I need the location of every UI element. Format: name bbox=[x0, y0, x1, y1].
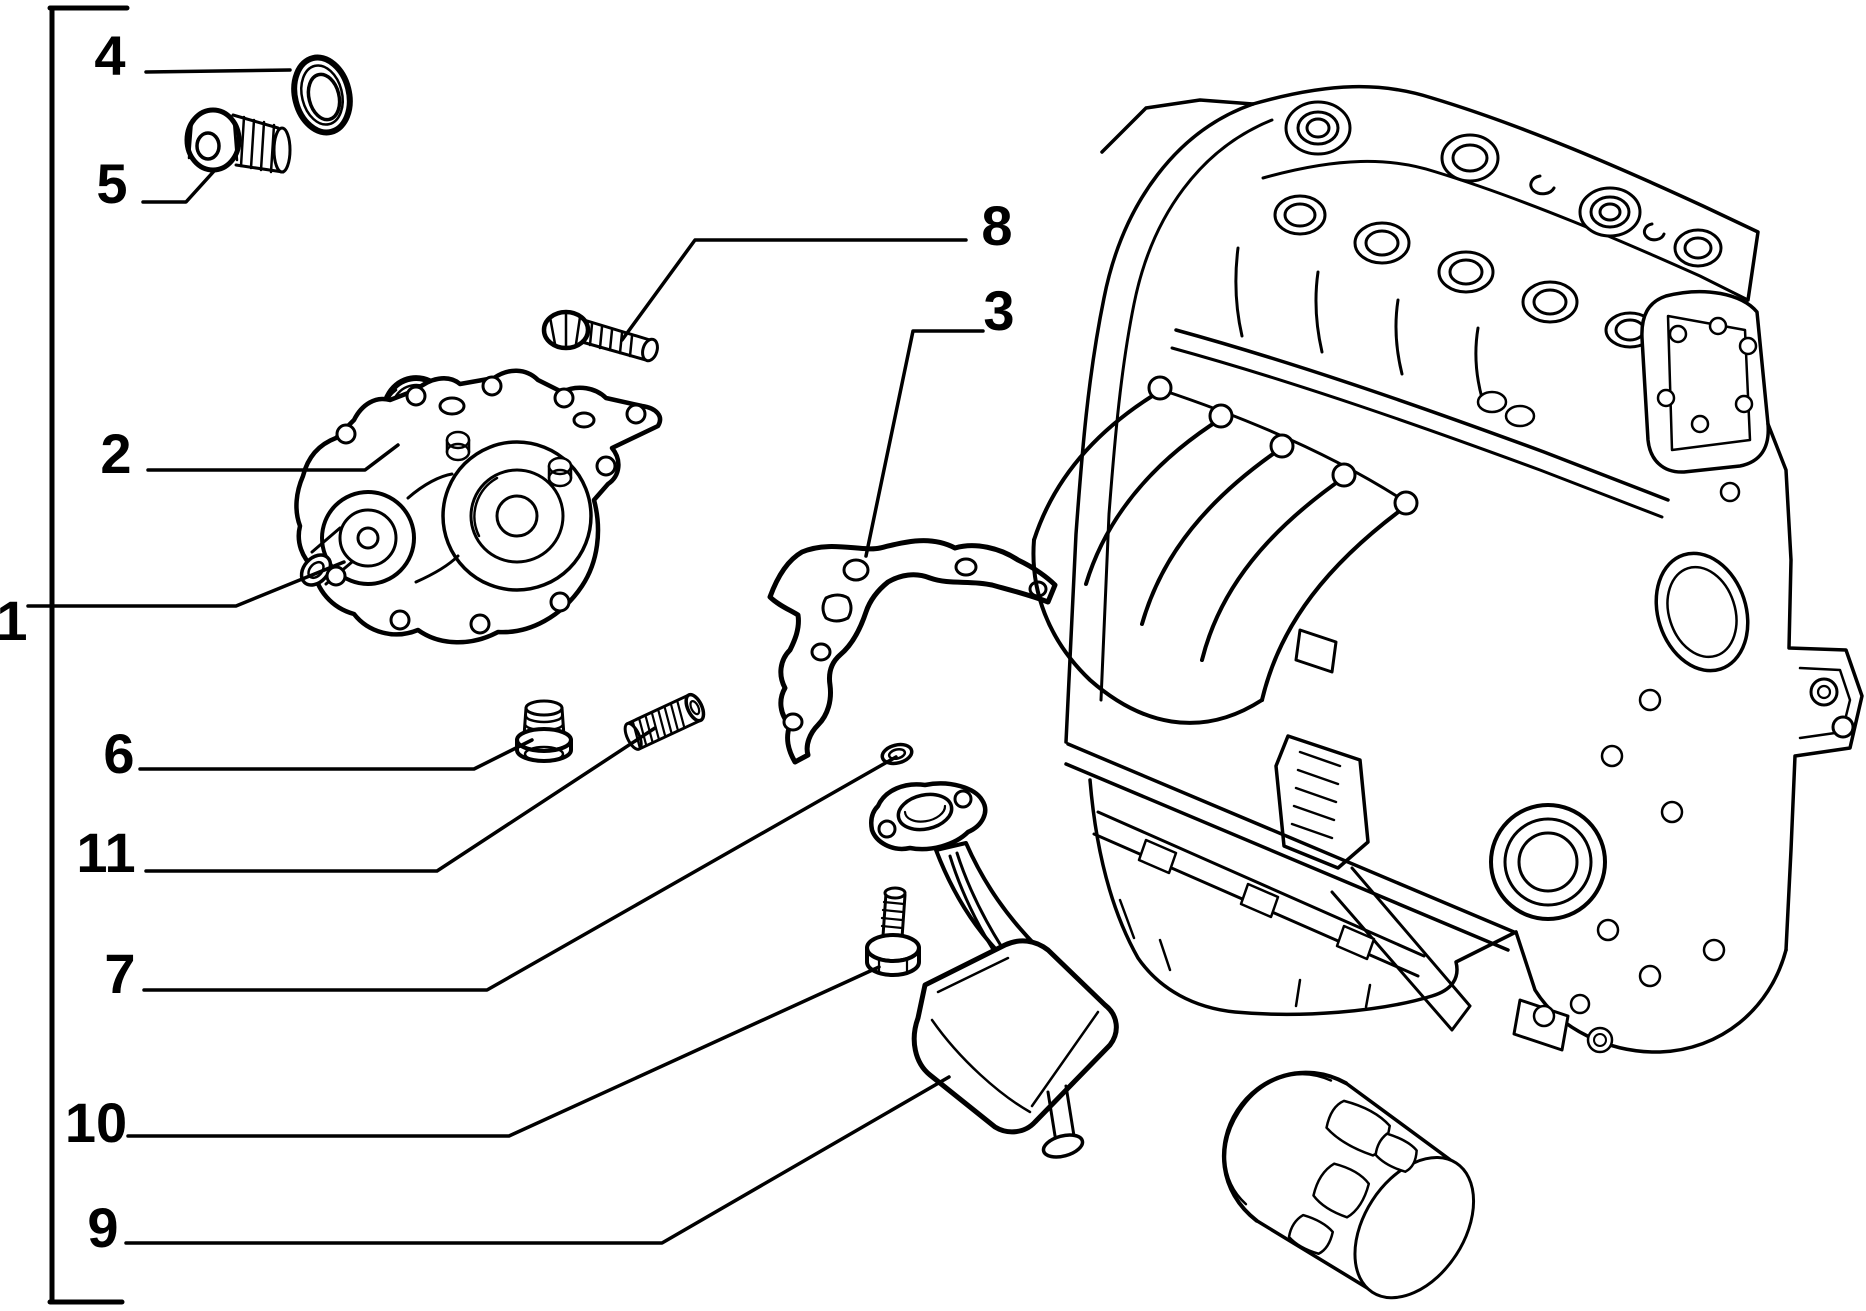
callout-label-10: 10 bbox=[65, 1091, 127, 1154]
callout-leader-6 bbox=[138, 738, 534, 771]
callout-leader-4 bbox=[144, 68, 292, 74]
callout-label-5: 5 bbox=[96, 152, 127, 215]
callout-leader-9 bbox=[124, 1075, 951, 1245]
callout-label-9: 9 bbox=[87, 1196, 118, 1259]
page-frame bbox=[47, 5, 130, 1305]
callout-label-11: 11 bbox=[76, 821, 135, 884]
callout-label-6: 6 bbox=[103, 722, 134, 785]
part-4-washer bbox=[291, 54, 353, 136]
part-7-washer bbox=[880, 742, 914, 766]
callout-leader-3 bbox=[864, 329, 985, 558]
callout-leader-7 bbox=[142, 755, 898, 992]
callout-leader-10 bbox=[126, 965, 881, 1138]
callout-label-8: 8 bbox=[981, 194, 1012, 257]
part-6-plug bbox=[515, 699, 573, 763]
oil-filter-drawing bbox=[1221, 1070, 1476, 1300]
callout-label-4: 4 bbox=[94, 24, 125, 87]
callout-label-2: 2 bbox=[100, 422, 131, 485]
part-5-plug bbox=[184, 107, 292, 174]
part-3-gasket bbox=[767, 538, 1058, 765]
callout-label-1: 1 bbox=[0, 589, 28, 652]
callout-leader-5 bbox=[141, 168, 217, 204]
callout-leader-2 bbox=[146, 443, 400, 472]
callouts-layer: 4 5 2 1 8 3 6 11 7 10 9 bbox=[0, 24, 1015, 1259]
part-9-oil-pickup bbox=[869, 781, 1119, 1159]
callout-label-3: 3 bbox=[983, 279, 1014, 342]
engine-assembly bbox=[1031, 84, 1864, 1054]
part-11-stud bbox=[623, 692, 706, 751]
part-8-bolt bbox=[541, 309, 659, 363]
callout-leader-11 bbox=[144, 726, 657, 873]
callout-leader-8 bbox=[620, 238, 968, 342]
part-10-bolt bbox=[865, 886, 921, 977]
callout-leader-1 bbox=[26, 560, 346, 608]
callout-label-7: 7 bbox=[104, 942, 135, 1005]
part-1-oil-pump bbox=[294, 368, 663, 645]
